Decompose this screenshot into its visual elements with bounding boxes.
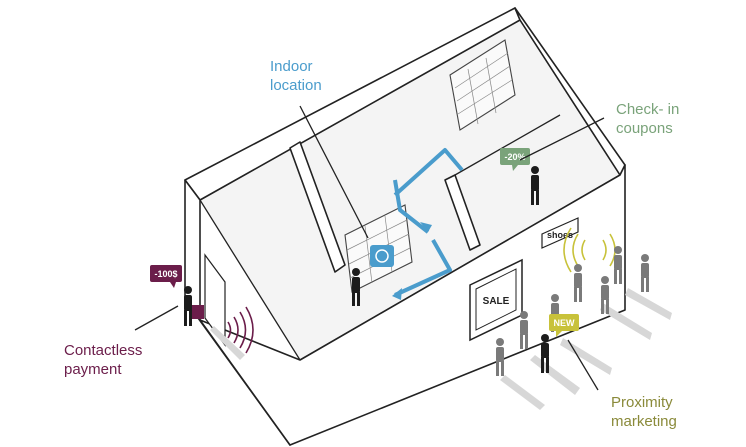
svg-text:-20%: -20% bbox=[504, 152, 525, 162]
label-proximity-marketing: Proximity marketing bbox=[611, 393, 721, 431]
label-indoor-location: Indoor location bbox=[270, 57, 360, 95]
location-marker-icon bbox=[370, 245, 394, 267]
coupon-tag: -20% bbox=[500, 148, 530, 171]
leader-checkin bbox=[519, 117, 605, 161]
leader-proximity bbox=[567, 339, 599, 391]
path-arrowhead bbox=[420, 222, 432, 232]
checkin-line1: Check- in bbox=[616, 101, 680, 118]
compass-icon bbox=[375, 249, 389, 263]
leader-indoor bbox=[299, 105, 369, 239]
svg-text:NEW: NEW bbox=[554, 318, 576, 328]
svg-text:-100$: -100$ bbox=[154, 269, 177, 279]
payment-waves bbox=[227, 306, 254, 354]
payment-tag: -100$ bbox=[150, 265, 182, 288]
crowd-person bbox=[601, 276, 609, 314]
crowd-person bbox=[614, 246, 622, 284]
label-check-in-coupons: Check- in coupons bbox=[616, 100, 726, 138]
crowd-person bbox=[496, 338, 504, 376]
front-wall bbox=[199, 164, 626, 446]
partition-top bbox=[454, 114, 561, 176]
shopper-checkin bbox=[531, 166, 539, 205]
back-shelf bbox=[449, 39, 516, 131]
contactless-line2: payment bbox=[64, 361, 122, 378]
crowd-person bbox=[520, 311, 528, 349]
payment-terminal bbox=[192, 305, 204, 319]
svg-text:SALE: SALE bbox=[483, 296, 510, 307]
indoor-path-arrows bbox=[393, 148, 464, 297]
shoes-sign: shoes bbox=[541, 217, 579, 249]
new-tag: NEW bbox=[549, 314, 579, 337]
crowd-person bbox=[574, 264, 582, 302]
shopper-payment bbox=[184, 286, 192, 326]
proximity-line2: marketing bbox=[611, 413, 677, 430]
crowd-person bbox=[641, 254, 649, 292]
shopper-indoor bbox=[352, 268, 360, 306]
leader-contactless bbox=[134, 305, 179, 331]
sale-sign: SALE bbox=[469, 258, 523, 342]
svg-text:shoes: shoes bbox=[547, 230, 573, 240]
crowd-people bbox=[496, 246, 649, 376]
partition-wall-center bbox=[444, 174, 481, 251]
checkin-line2: coupons bbox=[616, 120, 673, 137]
indoor-line1: Indoor bbox=[270, 58, 313, 75]
path-arrowhead bbox=[392, 288, 402, 300]
indoor-line2: location bbox=[270, 77, 322, 94]
contactless-line1: Contactless bbox=[64, 342, 143, 359]
label-contactless-payment: Contactless payment bbox=[64, 341, 174, 379]
proximity-line1: Proximity bbox=[611, 394, 673, 411]
partition-wall-left bbox=[289, 141, 346, 273]
shopper-proximity bbox=[541, 334, 549, 373]
